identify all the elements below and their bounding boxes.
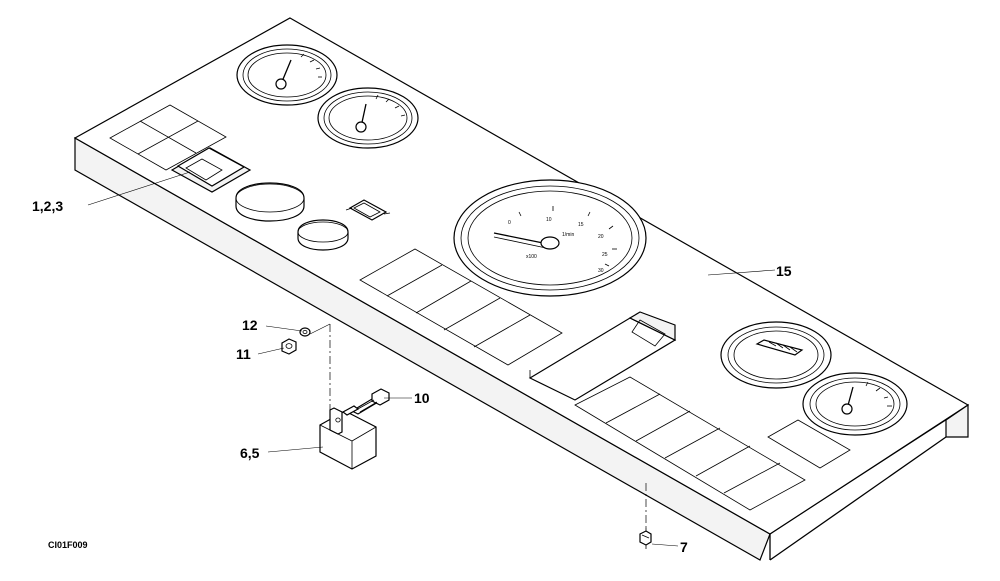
callout-panel: 15: [776, 263, 792, 279]
callout-leaders: [87, 171, 776, 547]
relay: [319, 405, 377, 470]
tacho-tick-15: 15: [578, 222, 584, 228]
gauge-top-center: [317, 87, 419, 149]
label-cutout-right: [767, 419, 851, 469]
tacho-tick-0: 0: [508, 220, 511, 226]
tachometer: 0 10 15 20 25 30 1/min x100: [453, 179, 647, 297]
tacho-tick-30: 30: [598, 268, 604, 274]
hour-meter: [720, 321, 832, 389]
warning-light-cluster-right: [574, 376, 806, 511]
figure-id: CI01F009: [48, 540, 88, 550]
tacho-tick-20: 20: [598, 234, 604, 240]
callout-relay: 6,5: [240, 445, 260, 461]
washer: [299, 327, 311, 337]
tacho-tick-25: 25: [602, 252, 608, 258]
callout-washer: 12: [242, 317, 258, 333]
callout-bolt: 10: [414, 390, 430, 406]
tacho-tick-10: 10: [546, 217, 552, 223]
callout-switch: 1,2,3: [32, 198, 63, 214]
warning-light-cluster-center: [359, 248, 563, 366]
sensor: [639, 528, 652, 549]
callout-nut: 11: [236, 346, 251, 362]
callout-sensor: 7: [680, 539, 688, 555]
blanking-plug-large: [235, 182, 305, 222]
warning-light-cluster-left: [109, 104, 227, 171]
blanking-plug-small: [297, 219, 349, 251]
recessed-slot: [528, 311, 677, 401]
tacho-unit: 1/min: [562, 232, 574, 238]
tacho-multiplier: x100: [526, 254, 537, 260]
mounting-axis: [309, 323, 647, 528]
nut: [281, 338, 297, 355]
gauge-top-left: [236, 44, 338, 106]
bolt: [350, 388, 390, 415]
rocker-switch: [170, 147, 252, 193]
gauge-right: [802, 372, 908, 436]
indicator-lamp: [345, 199, 391, 221]
